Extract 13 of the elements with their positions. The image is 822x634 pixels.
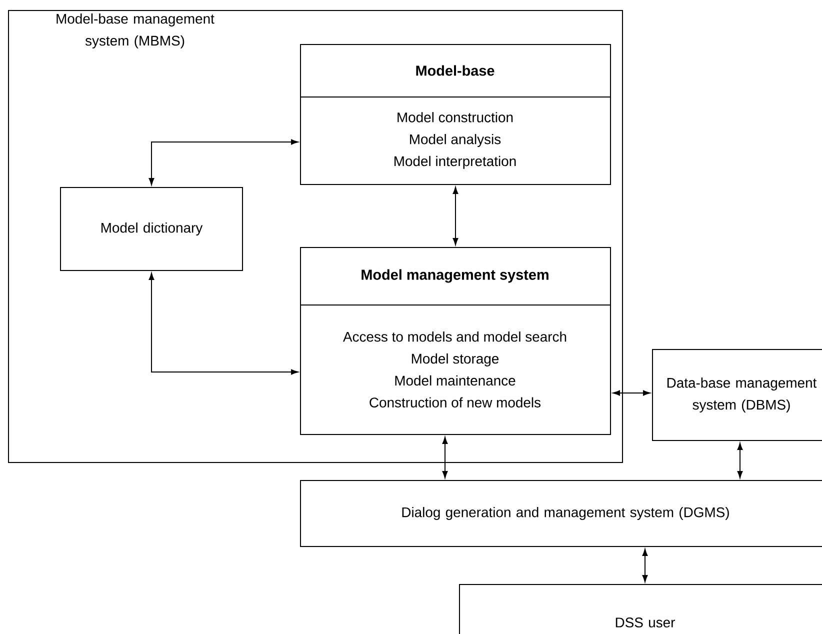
arrow xyxy=(737,442,743,478)
arrow xyxy=(452,186,458,246)
process-box: Model dictionary xyxy=(60,187,243,271)
process-box: Model management system Access to models and model search Model storage Model maintenance Construction of new models xyxy=(300,247,611,435)
arrow xyxy=(148,272,298,375)
arrow xyxy=(148,139,298,186)
process-box: Model-base Model construction Model analysis Model interpretation xyxy=(300,44,611,185)
arrow xyxy=(612,390,650,396)
process-box: Data-base management system (DBMS) xyxy=(652,349,822,441)
process-box: Dialog generation and management system (DGMS) xyxy=(300,480,822,547)
arrow xyxy=(442,436,448,478)
arrow xyxy=(642,548,648,582)
process-box: DSS user xyxy=(459,584,822,634)
